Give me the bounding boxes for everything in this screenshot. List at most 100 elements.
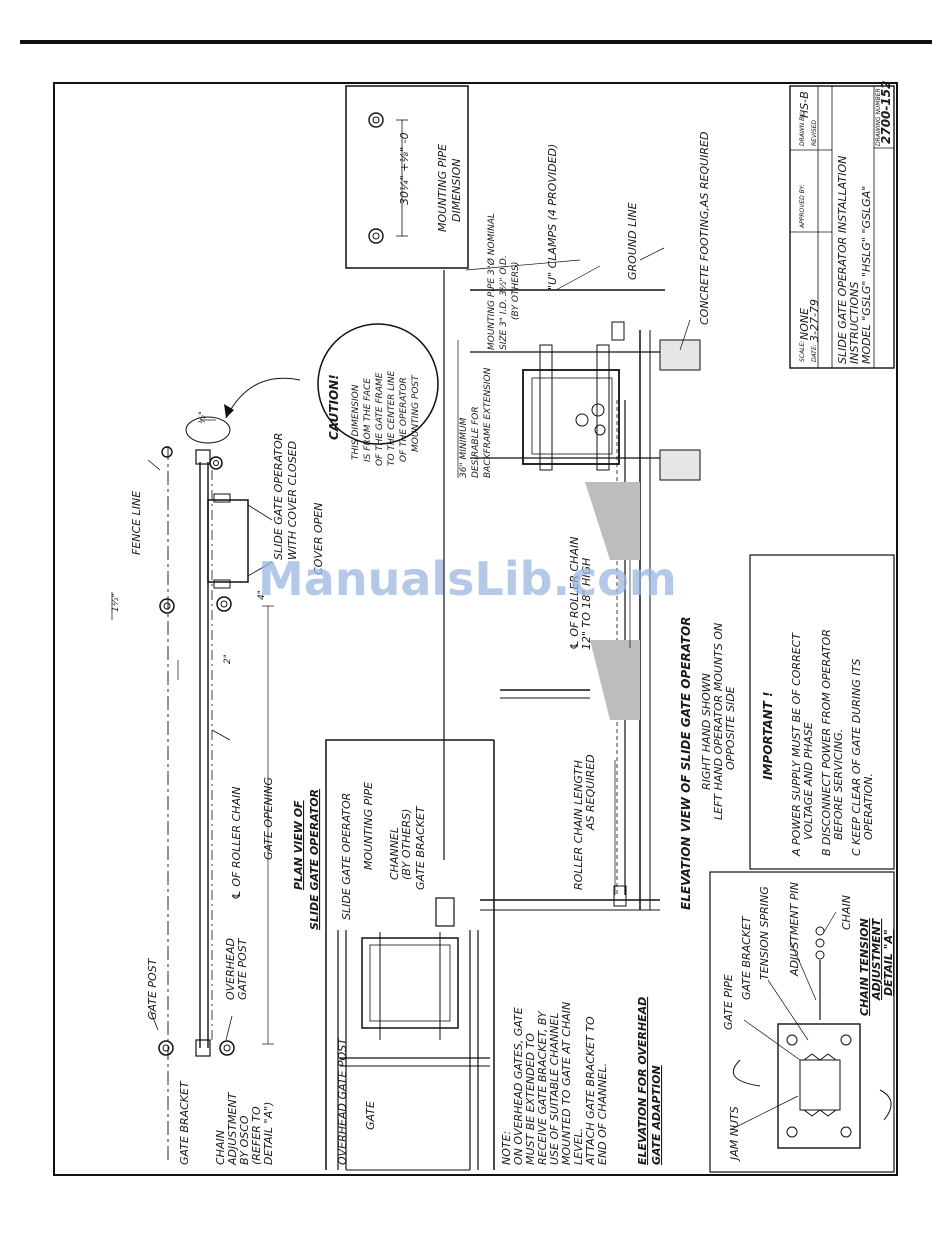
chain-adjustment-label-3: BY OSCO [238,1115,251,1165]
caution-line-5: OF THE OPERATOR [399,377,409,462]
dim-4: 4" [257,590,267,600]
overhead-note-4: RECEIVE GATE BRACKET, BY [536,1010,549,1165]
detail-a-title-2: ADJUSTMENT [870,917,883,1001]
overhead-mount-pipe-label: MOUNTING PIPE [362,782,375,870]
elevation-view-labels: MOUNTING PIPE 3"Ø NOMINAL SIZE 3" I.D. 3… [459,132,737,910]
caution-line-2: IS FROM THE FACE [363,378,373,462]
mounting-dim-label-2: DIMENSION [450,159,463,223]
concrete-footing-label: CONCRETE FOOTING,AS REQUIRED [698,132,711,325]
scale-label: SCALE: [799,341,806,362]
operator-box-elevation [522,369,620,465]
elevation-view [443,247,701,911]
cover-open-label: COVER OPEN [312,503,325,575]
gate-pipe-label: GATE PIPE [722,974,735,1030]
overhead-note-3: MUST BE EXTENDED TO [524,1033,537,1165]
date-value: 3-27-79 [808,299,821,342]
title-block: SCALE: NONE DATE: 3-27-79 APPROVED BY: D… [789,81,895,369]
chain-adjustment-label-4: (REFER TO [250,1106,263,1165]
important-notice: IMPORTANT ! A POWER SUPPLY MUST BE OF CO… [749,554,895,870]
cover-closed-label: SLIDE GATE OPERATOR [272,433,285,560]
mounting-dim-value: 30¼" +⅛" -0 [398,132,411,205]
dim-half: ½" [198,411,208,424]
important-a-1: A POWER SUPPLY MUST BE OF CORRECT [790,632,803,857]
hand-note-2: LEFT HAND OPERATOR MOUNTS ON [712,623,725,820]
overhead-title-2: GATE ADAPTION [650,1065,663,1165]
minimum-label-3: BACKFRAME EXTENSION [483,367,493,478]
chain-adjustment-label-5: DETAIL "A") [262,1102,275,1165]
caution-line-6: MOUNTING POST [411,374,421,452]
minimum-label-2: DESIRABLE FOR [471,406,481,478]
hand-note-3: OPPOSITE SIDE [724,686,737,770]
fence-line-label: FENCE LINE [130,491,143,555]
dim-1-5: 1½" [111,593,121,612]
detail-a-title: CHAIN TENSION [858,918,871,1016]
caution-title: CAUTION! [327,374,341,440]
ground-line-label: GROUND LINE [626,202,639,280]
chain-height-label-2: 12" TO 18" HIGH [580,558,593,650]
chain-length-label: ROLLER CHAIN LENGTH [572,760,585,890]
important-a-2: VOLTAGE AND PHASE [802,722,815,840]
overhead-note-5: USE OF SUITABLE CHANNEL [548,1012,561,1165]
plan-view-labels: FENCE LINE SLIDE GATE OPERATOR WITH COVE… [111,411,325,1166]
elevation-view-title: ELEVATION VIEW OF SLIDE GATE OPERATOR [679,616,693,910]
caution-line-1: THIS DIMENSION [351,384,361,460]
gate-post-label: GATE POST [146,957,159,1020]
overhead-note-1: NOTE: [500,1131,513,1165]
roller-chain-cl-label: ℄ OF ROLLER CHAIN [230,787,243,900]
scale-value: NONE [798,308,811,340]
minimum-label: 36" MINIMUM [459,417,469,478]
chain-adjustment-label: CHAIN [214,1130,227,1165]
model-designation: MODEL "GSLG" "HSLG" "GSLGA" [860,186,873,364]
drawing-number-label: DRAWING NUMBER [875,88,882,146]
overhead-note-7: LEVEL. [572,1128,585,1165]
caution-line-4: TO THE CENTER LINE [387,370,397,466]
caution-line-3: OF THE GATE FRAME [375,372,385,466]
overhead-operator-label: SLIDE GATE OPERATOR [340,793,353,920]
drawing-title-2: INSTRUCTIONS [848,282,861,364]
important-b-2: BEFORE SERVICING. [832,729,845,840]
overhead-note-8: ATTACH GATE BRACKET TO [584,1016,597,1166]
overhead-note-9: END OF CHANNEL. [596,1063,609,1165]
u-clamps-label: "U" CLAMPS (4 PROVIDED) [546,144,559,290]
mounting-pipe-label: MOUNTING PIPE 3"Ø NOMINAL [486,213,497,350]
gate-label: GATE [364,1101,377,1130]
watermark: ManualsLib.com [258,552,677,606]
mounting-pipe-label-3: (BY OTHERS) [511,262,521,320]
caution-callout: CAUTION! THIS DIMENSION IS FROM THE FACE… [317,323,439,466]
chain-length-label-2: AS REQUIRED [584,754,597,831]
overhead-gate-section: OVERHEAD GATE POST GATE SLIDE GATE OPERA… [325,739,663,1171]
important-c-1: C KEEP CLEAR OF GATE DURING ITS [850,659,863,856]
drawing-border [53,82,898,1176]
cover-closed-label-2: WITH COVER CLOSED [286,441,299,560]
important-b-1: B DISCONNECT POWER FROM OPERATOR [820,629,833,856]
approved-label: APPROVED BY: [799,184,806,229]
channel-label: CHANNEL [388,827,401,880]
gate-bracket-label: GATE BRACKET [178,1080,191,1165]
detail-chain-label: CHAIN [840,895,853,930]
important-title: IMPORTANT ! [761,691,775,780]
important-c-2: OPERATION. [862,773,875,840]
drawing-number: 2700-152 [879,81,893,144]
channel-label-2: (BY OTHERS) [400,809,413,880]
overhead-bracket-label: GATE BRACKET [414,805,427,890]
drawn-label: DRAWN BY: [799,112,806,146]
mounting-pipe-label-2: SIZE 3" I.D. 3½" O.D. [499,255,509,350]
detail-a-title-3: DETAIL "A" [882,929,895,996]
plan-view [111,377,301,1160]
chain-adjustment-label-2: ADJUSTMENT [226,1091,239,1166]
drawn-value: HS-B [798,91,811,118]
date-label: DATE: [811,344,818,362]
overhead-note-2: ON OVERHEAD GATES, GATE [512,1007,525,1165]
chain-height-label: ℄ OF ROLLER CHAIN [568,537,581,650]
overhead-note-6: MOUNTED TO GATE AT CHAIN [560,1002,573,1165]
adjustment-pin-label: ADJUSTMENT PIN [788,882,801,977]
header-rule [20,40,932,44]
gate-opening-label: GATE OPENING [262,777,275,860]
overhead-gate-post-label-elev: OVERHEAD GATE POST [336,1037,349,1165]
gate-post-circle [158,1040,174,1056]
tension-spring-label: TENSION SPRING [758,886,771,980]
jam-nuts-label: JAM NUTS [728,1106,741,1162]
operator-box-plan [207,499,249,583]
mounting-pipe-dimension-box: 30¼" +⅛" -0 MOUNTING PIPE DIMENSION [345,85,469,269]
